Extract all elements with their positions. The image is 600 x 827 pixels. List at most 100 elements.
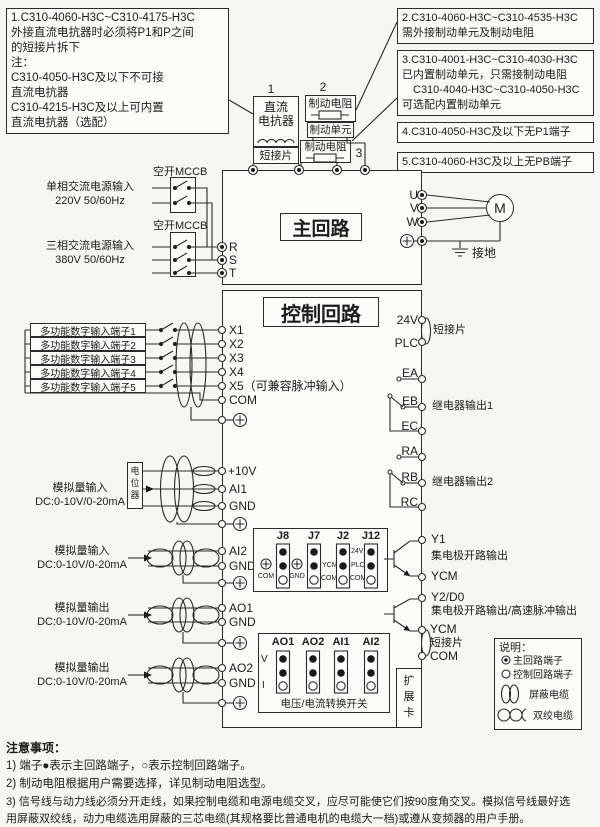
brake-unit-box: 制动单元 [307,122,354,138]
potentiometer-box: 电 位 器 [127,462,143,509]
terminal-label-ao2: AO2 [229,661,254,675]
di-label-1: 多功能数字输入端子1 [30,323,146,338]
terminal-label-gnd2: GND [229,559,256,573]
jumper-24v-label: 24V [351,548,364,555]
single-phase-label: 单相交流电源输入 220V 50/60Hz [46,181,134,207]
analog1-wires [143,470,218,525]
jumper-j8-label: J8 [276,530,290,542]
di-label-2: 多功能数字输入端子2 [30,337,146,352]
dc-reactor-box: 直流 电抗器 [253,96,299,147]
analog2-wires [128,550,218,584]
terminal-label-y1: Y1 [431,532,446,546]
terminal-label-ai2: AI2 [229,544,248,558]
jumper-com3-label: COM [350,575,367,582]
terminal-label-com2: COM [430,649,458,663]
jumper-pill-24v-plc [420,317,432,345]
footer-note-3: 3) 信号线与动力线必须分开走线，如果控制电缆和电源电缆交叉，应尽可能使它们按9… [6,796,571,825]
jumper-strip-box: 短接片 [253,147,299,164]
jumper-plc-label: PLC [351,562,365,569]
note-box-1: 1.C310-4060-H3C~C310-4175-H3C 外接直流电抗器时必须… [6,8,229,134]
shielded-cable-icon-analog1 [159,455,216,523]
terminal-label-gnd1: GND [229,499,256,513]
jumper-j2-label: J2 [336,530,350,542]
analog-group3-label: 模拟量输出 DC:0-10V/0-20mA [37,602,127,628]
jumper-strip-label: 短接片 [259,150,293,162]
footer-note-2: 2) 制动电阻根据用户需要选择，详见制动电阻选型。 [6,778,273,790]
earth-ground-icon [452,248,468,257]
analog-group2-label: 模拟量输入 DC:0-10V/0-20mA [37,545,127,571]
twisted-cable-icon-analog2 [146,540,220,576]
potentiometer-label: 电 位 器 [130,466,140,500]
vi-v-label: V [261,654,268,665]
legend-control-terminal: 控制回路端子 [513,670,573,681]
jumper-j7-label: J7 [307,530,321,542]
mccb1-label: 空开MCCB [153,166,208,178]
brake-resistor-a-box: 制动电阻 [305,95,356,122]
dc-reactor-label: 直流 电抗器 [257,100,294,128]
relay1-label: 继电器输出1 [432,400,494,412]
di-label-4: 多功能数字输入端子4 [30,365,146,380]
legend-box: 说明： 主回路端子 控制回路端子 屏蔽电缆 双绞电缆 [494,638,582,730]
terminal-label-gnd4: GND [229,676,256,690]
note-box-2: 2.C310-4060-H3C~C310-4535-H3C 需外接制动单元及制动… [397,8,594,44]
terminal-label-r: R [229,240,238,254]
note-box-4: 4.C310-4050-H3C及以下无P1端子 [397,122,594,143]
terminal-label-ai1: AI1 [229,482,248,496]
terminal-label-y2: Y2/D0 [431,590,465,604]
brake-resistor-a-label: 制动电阻 [308,98,353,110]
terminal-label-w: W [406,215,418,229]
callout-number-2: 2 [319,80,327,94]
expansion-card-box: 扩 展 卡 [396,668,422,728]
shielded-cable-icon-digital [175,322,207,408]
mccb2-label: 空开MCCB [153,220,208,232]
motor-label: M [494,200,506,216]
jumper2-label: 短接片 [430,637,463,649]
terminal-label-ycm2: YCM [430,622,457,636]
terminal-label-eb: EB [401,394,418,408]
vi-switch-label: 电压/电流转换开关 [280,698,368,710]
analog4-wires [128,667,218,704]
terminal-label-x1: X1 [229,323,244,337]
callout-number-1: 1 [267,82,275,96]
vi-ao2-label: AO2 [301,636,325,648]
jumper1-label: 短接片 [433,324,466,336]
mccb2-box [170,232,196,277]
expansion-card-label: 扩 展 卡 [403,675,415,719]
terminal-label-s: S [229,253,238,267]
jumper-j12-label: J12 [361,530,381,542]
legend-main-terminal: 主回路端子 [513,656,563,667]
analog3-wires [128,607,218,644]
terminal-label-ra: RA [401,444,418,458]
analog-group4-label: 模拟量输出 DC:0-10V/0-20mA [37,662,127,688]
brake-unit-label: 制动单元 [309,124,352,136]
footer-title: 注意事项： [6,741,67,755]
note-box-5: 5.C310-4060-H3C及以上无PB端子 [397,152,594,173]
footer-note-1: 1) 端子●表示主回路端子，○表示控制回路端子。 [6,760,252,772]
brake-resistor-b-label: 制动电阻 [304,141,347,153]
vi-ai1-label: AI1 [332,636,350,648]
terminal-label-u: U [409,188,418,202]
control-circuit-title: 控制回路 [263,297,379,327]
di-label-3: 多功能数字输入端子3 [30,351,146,366]
oc-output1-label: 集电极开路输出 [431,550,508,562]
analog-group1-label: 模拟量输入 DC:0-10V/0-20mA [35,482,125,508]
vi-ao1-label: AO1 [271,636,295,648]
terminal-label-com: COM [229,393,257,407]
terminal-label-10v: +10V [228,464,257,478]
terminal-label-x5: X5（可兼容脉冲输入） [229,379,352,393]
jumper-com1-label: COM [257,573,275,580]
terminal-label-rc: RC [400,495,418,509]
vi-i-label: I [262,680,265,691]
note-box-3: 3.C310-4001-H3C~C310-4030-H3C 已内置制动单元，只需… [397,50,594,116]
relay2-label: 继电器输出2 [432,476,494,488]
terminal-label-plc: PLC [394,336,418,350]
terminal-label-rb: RB [401,470,418,484]
terminal-label-gnd3: GND [229,615,256,629]
terminal-label-t: T [229,266,237,280]
jumper-com2-label: COM [321,575,338,582]
twisted-cable-icon-analog4 [146,657,220,693]
three-phase-label: 三相交流电源输入 380V 50/60Hz [46,240,134,266]
terminal-label-x2: X2 [229,337,244,351]
jumper-ycm-label: YCM [322,562,338,569]
